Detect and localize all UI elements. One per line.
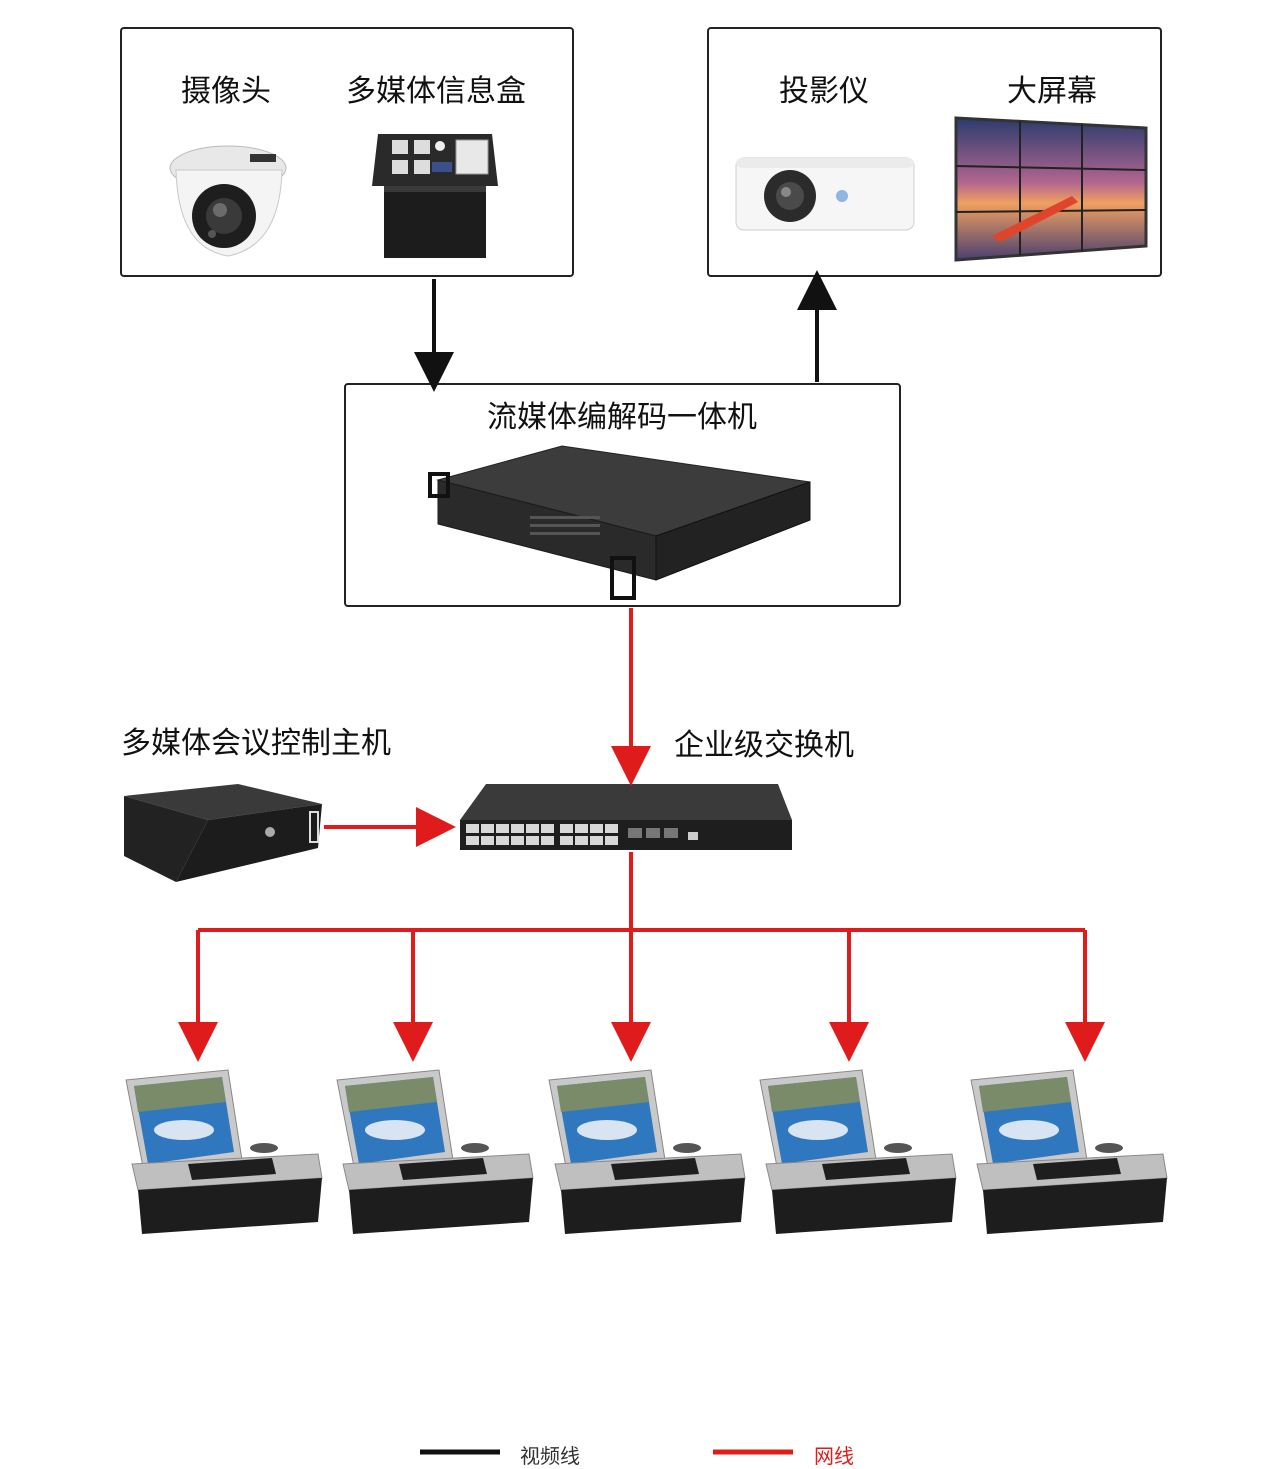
projector-label: 投影仪	[779, 74, 869, 109]
legend-video-label: 视频线	[520, 1444, 580, 1468]
lift-terminal-icon	[970, 1069, 1168, 1234]
media-info-box-icon	[372, 134, 498, 258]
lift-terminal-icon	[759, 1069, 957, 1234]
media-box-label: 多媒体信息盒	[346, 74, 526, 109]
control-host-label: 多媒体会议控制主机	[121, 726, 391, 761]
camera-label: 摄像头	[181, 74, 271, 109]
legend-network-label: 网线	[814, 1444, 854, 1468]
lift-terminal-icon	[548, 1069, 746, 1234]
projector-icon	[735, 157, 915, 231]
lift-terminal-icon	[336, 1069, 534, 1234]
big-screen-label: 大屏幕	[1007, 74, 1097, 109]
codec-device-icon	[428, 445, 811, 600]
camera-icon	[169, 145, 287, 257]
big-screen-icon	[954, 116, 1148, 262]
lift-terminal-icon	[125, 1069, 323, 1234]
codec-label: 流媒体编解码一体机	[487, 400, 757, 435]
switch-device-icon	[460, 784, 792, 850]
switch-label: 企业级交换机	[674, 728, 854, 763]
control-host-icon	[124, 784, 322, 882]
